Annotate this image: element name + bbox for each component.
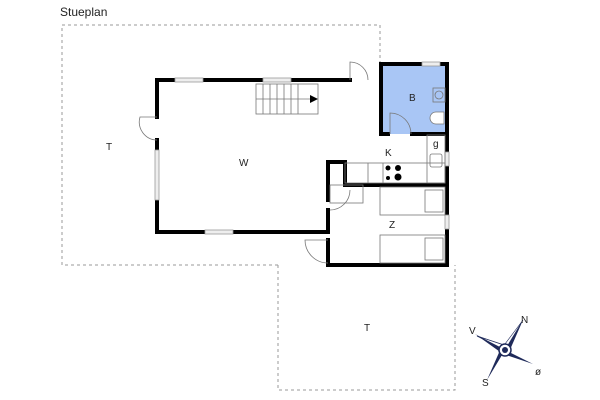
stove-icon [385, 165, 402, 181]
staircase [255, 83, 319, 115]
compass-o: ø [535, 367, 541, 378]
door-swing [138, 116, 158, 141]
room-label-terrace: T [106, 142, 112, 153]
room-label-living: W [239, 158, 249, 169]
stair-arrow-icon [310, 95, 318, 103]
window [262, 77, 292, 83]
room-label-kitchen: K [385, 148, 392, 159]
compass-s: S [482, 378, 489, 389]
plan-title: Stueplan [60, 5, 108, 19]
room-label-bath: B [409, 93, 416, 104]
window [174, 77, 204, 83]
beds [379, 186, 446, 264]
compass-rose-icon [475, 319, 533, 380]
room-label-g: g [433, 139, 439, 150]
door-swing [304, 239, 329, 264]
door-swing [329, 189, 351, 211]
kitchen-counter [344, 134, 446, 184]
door-swing [389, 112, 412, 135]
room-label-bedroom: Z [389, 220, 395, 231]
bath-fixtures [429, 87, 446, 125]
window [444, 151, 450, 167]
window [204, 229, 234, 235]
terrace-outline-left [61, 24, 381, 266]
terrace-outline-bottom [277, 265, 456, 391]
window [444, 214, 450, 230]
compass-v: V [469, 326, 476, 337]
room-label-terrace-bottom: T [364, 323, 370, 334]
window [154, 149, 160, 201]
door-swing [349, 61, 369, 81]
window [421, 61, 441, 67]
compass-n: N [521, 315, 528, 326]
cabinet [329, 184, 364, 204]
